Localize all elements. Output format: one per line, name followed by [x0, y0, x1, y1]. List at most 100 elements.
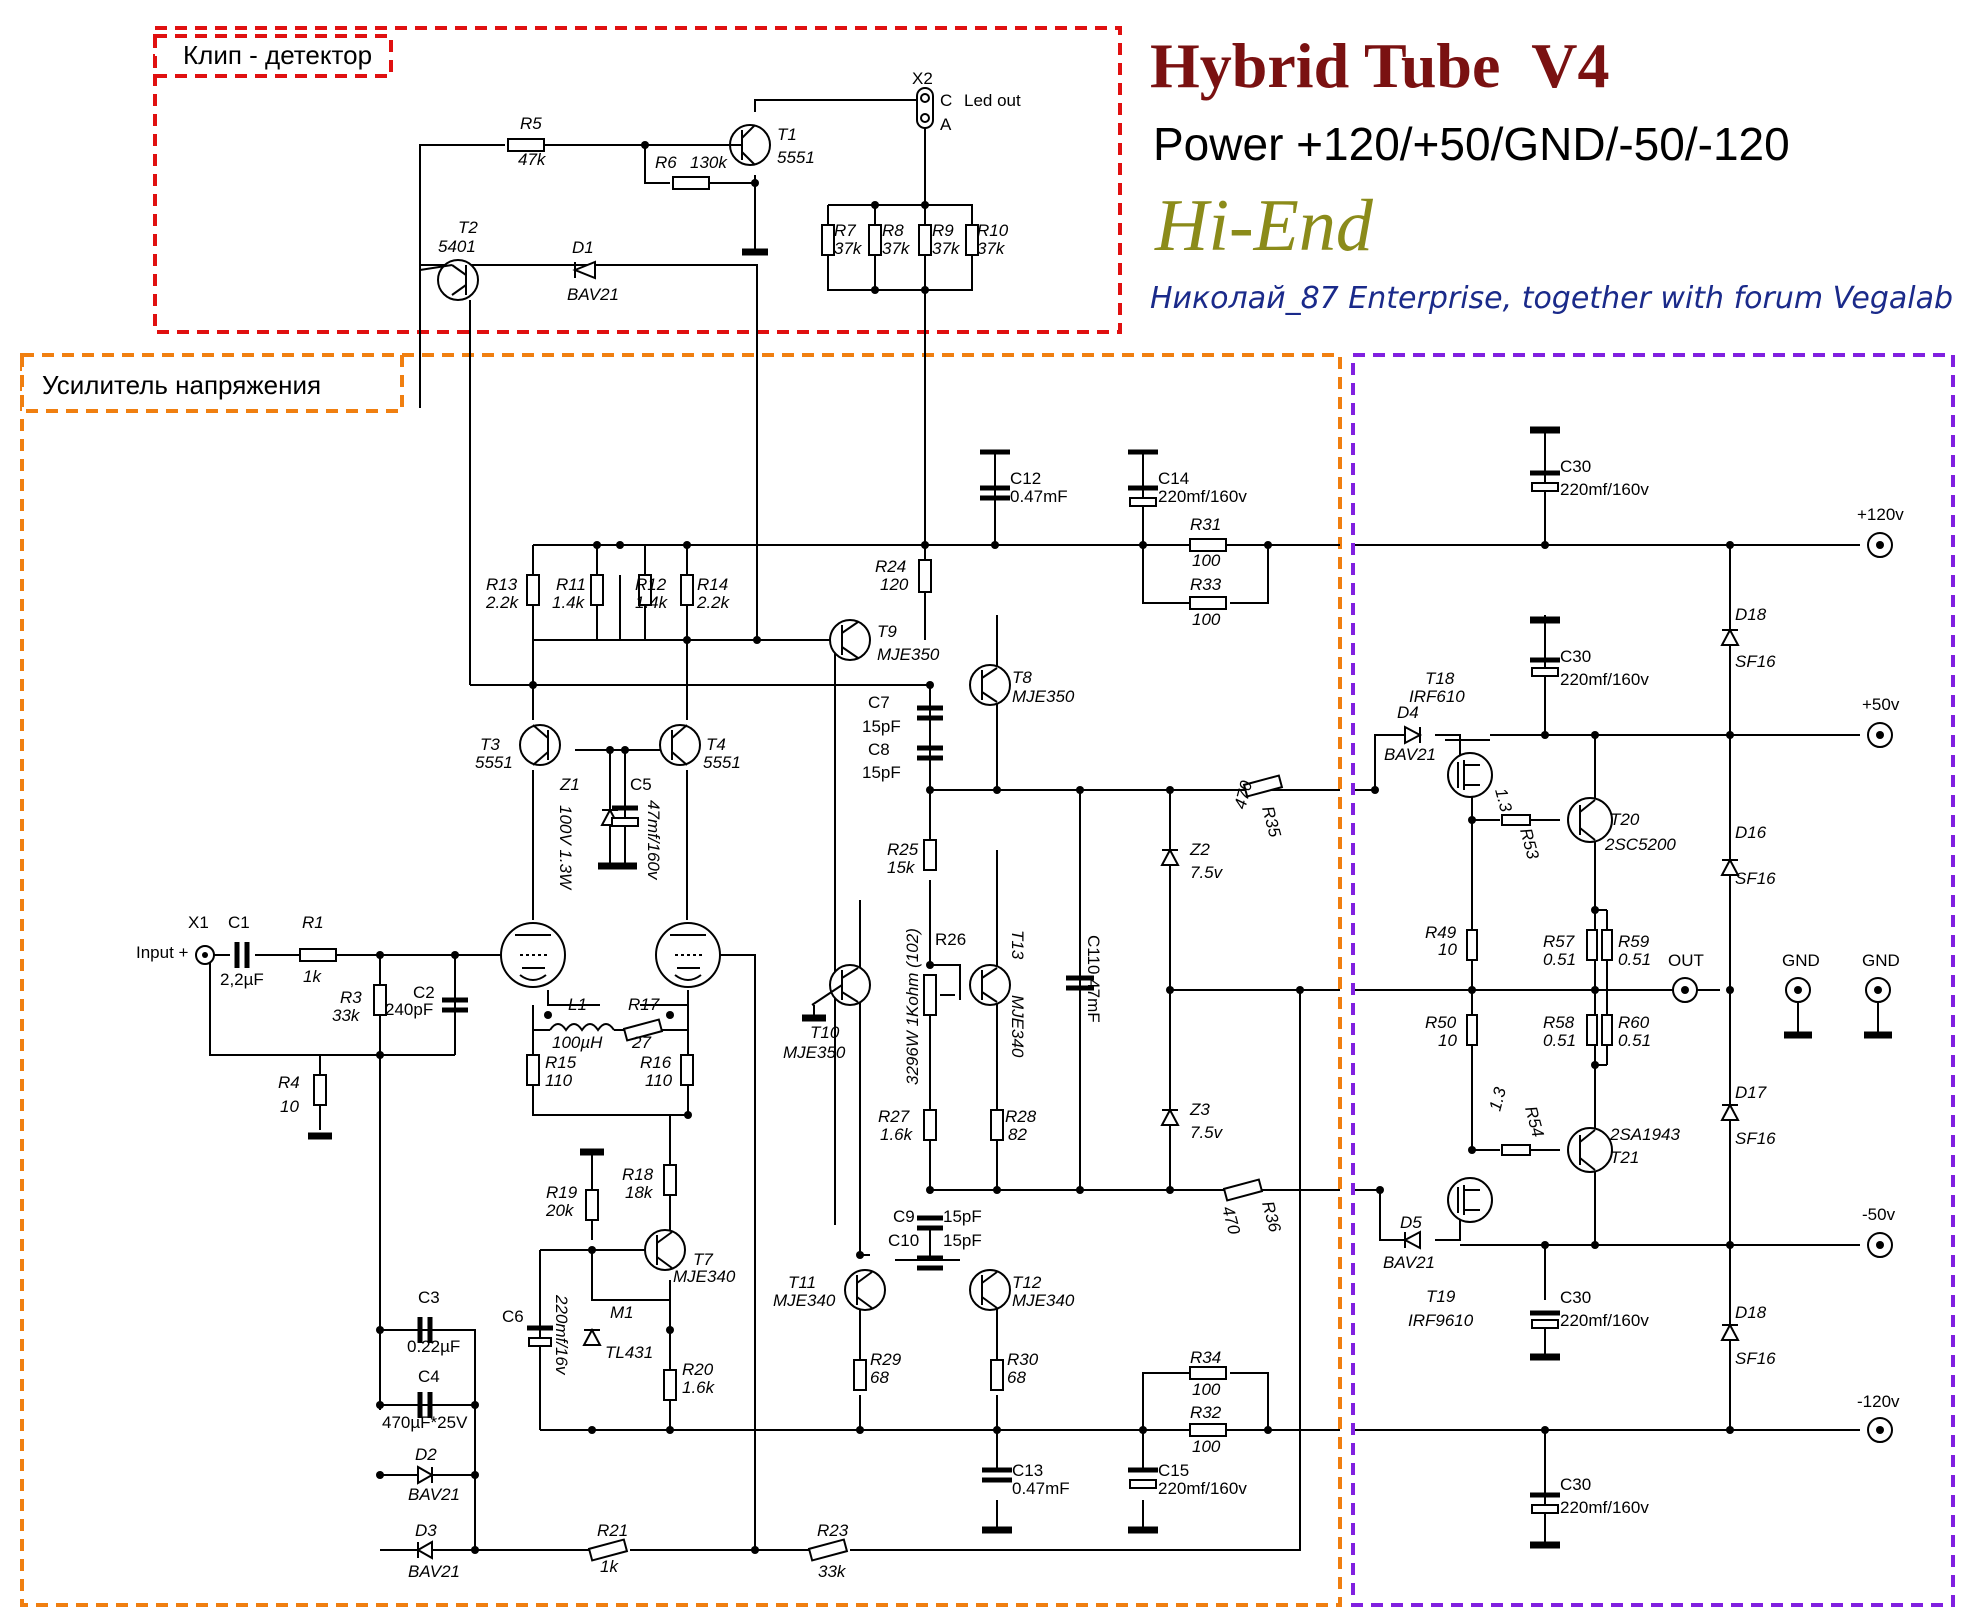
label-c10-ref: C10: [888, 1231, 919, 1250]
label-z1-value: 100V 1.3W: [556, 805, 575, 891]
label-r11-value: 1.4k: [552, 593, 586, 612]
label-r10-value: 37k: [977, 239, 1006, 258]
resistor-r24: [918, 559, 932, 593]
header: Hybrid Tube V4 Power +120/+50/GND/-50/-1…: [1150, 30, 1953, 316]
label-c8-ref: C8: [868, 740, 890, 759]
transistor-t13: [969, 964, 1011, 1006]
label-t21-ref: T21: [1610, 1148, 1639, 1167]
resistor-r33: [1189, 596, 1227, 610]
label-r33-value: 100: [1192, 610, 1221, 629]
label-t19-value: IRF9610: [1408, 1311, 1474, 1330]
label-r14-value: 2.2k: [696, 593, 731, 612]
junction-dots: [376, 141, 1734, 1554]
labels: R5 47k R6 130k T1 5551 T2 5401 D1 BAV21 …: [136, 69, 1904, 1581]
label-t13-value: MJE340: [1008, 995, 1027, 1058]
hi-end-text: Hi-End: [1154, 185, 1374, 267]
label-c3-ref: C3: [418, 1288, 440, 1307]
label-t21-value: 2SA1943: [1609, 1125, 1680, 1144]
label-r7-value: 37k: [834, 239, 863, 258]
transistor-t12: [969, 1269, 1011, 1311]
title: Hybrid Tube V4: [1150, 30, 1609, 101]
label-c30c-value: 220mf/160v: [1560, 1311, 1649, 1330]
resistor-r8: [868, 224, 882, 256]
label-x1-input: Input +: [136, 943, 189, 962]
label-l1-ref: L1: [568, 995, 587, 1014]
label-c4-value: 470µF*25V: [382, 1413, 468, 1432]
components: [195, 87, 1893, 1562]
label-c12-value: 0.47mF: [1010, 487, 1068, 506]
label-r18-value: 18k: [625, 1183, 654, 1202]
label-r24-ref: R24: [875, 557, 906, 576]
label-d2-ref: D2: [415, 1445, 437, 1464]
label-r17-ref: R17: [628, 995, 660, 1014]
label-z1-ref: Z1: [559, 775, 580, 794]
label-c15-ref: C15: [1158, 1461, 1189, 1480]
label-x2-c: C: [940, 91, 952, 110]
label-d18b-ref: D18: [1735, 1303, 1767, 1322]
label-r53-ref: R53: [1516, 826, 1543, 862]
label-r9-ref: R9: [932, 221, 954, 240]
label-c1-value: 2,2µF: [220, 970, 264, 989]
label-r36-value: 470: [1218, 1204, 1244, 1237]
resistor-r53: [1501, 814, 1531, 826]
label-c13-ref: C13: [1012, 1461, 1043, 1480]
label-c1-ref: C1: [228, 913, 250, 932]
label-d5-value: BAV21: [1383, 1253, 1435, 1272]
resistor-r17: [622, 1018, 664, 1042]
mosfet-t18: [1447, 752, 1493, 798]
label-z3-value: 7.5v: [1190, 1123, 1224, 1142]
label-r49-value: 10: [1438, 940, 1457, 959]
label-r14-ref: R14: [697, 575, 728, 594]
label-r4-ref: R4: [278, 1073, 300, 1092]
label-c7-value: 15pF: [862, 717, 901, 736]
label-c30a-value: 220mf/160v: [1560, 480, 1649, 499]
label-r20-value: 1.6k: [682, 1378, 716, 1397]
inductor-l1: [549, 1023, 615, 1032]
label-r8-value: 37k: [882, 239, 911, 258]
label-x1: X1: [188, 913, 209, 932]
label-t8-value: MJE350: [1012, 687, 1075, 706]
label-d5-ref: D5: [1400, 1213, 1422, 1232]
label-t19-ref: T19: [1426, 1287, 1456, 1306]
label-t18-value: IRF610: [1409, 687, 1465, 706]
label-r1-value: 1k: [303, 967, 322, 986]
clip-detector-frame: [153, 26, 1122, 334]
label-c13-value: 0.47mF: [1012, 1479, 1070, 1498]
label-t1-value: 5551: [777, 148, 815, 167]
diode-d1: [572, 260, 596, 280]
resistor-r5: [507, 138, 545, 152]
resistor-r10: [965, 224, 979, 256]
label-t18-ref: T18: [1425, 669, 1455, 688]
label-r28-ref: R28: [1005, 1107, 1037, 1126]
trimmer-r26: [923, 974, 955, 1016]
label-r11-ref: R11: [556, 575, 586, 594]
label-r54-ref: R54: [1521, 1104, 1547, 1139]
label-r36-ref: R36: [1258, 1199, 1285, 1235]
label-r8-ref: R8: [882, 221, 904, 240]
label-d4-ref: D4: [1397, 703, 1419, 722]
label-c9-ref: C9: [893, 1207, 915, 1226]
label-r15-value: 110: [545, 1071, 573, 1090]
label-t4-ref: T4: [706, 735, 726, 754]
rail-label-m120: -120v: [1857, 1392, 1900, 1411]
label-r4-value: 10: [280, 1097, 299, 1116]
label-x2-a: A: [940, 115, 952, 134]
label-c11-ref: C11: [1084, 935, 1103, 965]
resistor-r9: [918, 224, 932, 256]
label-r50-value: 10: [1438, 1031, 1457, 1050]
label-c6-value: 220mf/16v: [552, 1294, 571, 1376]
label-r31-ref: R31: [1190, 515, 1221, 534]
label-r59-ref: R59: [1618, 932, 1650, 951]
label-r21-value: 1k: [600, 1557, 619, 1576]
label-c30d-value: 220mf/160v: [1560, 1498, 1649, 1517]
transistor-t7: [644, 1229, 686, 1271]
label-d18a-value: SF16: [1735, 652, 1776, 671]
transistor-t9: [829, 619, 871, 661]
transistor-t20: [1567, 797, 1613, 843]
rail-label-p50: +50v: [1862, 695, 1900, 714]
label-t4-value: 5551: [703, 753, 741, 772]
label-r3-value: 33k: [332, 1006, 361, 1025]
resistor-r54: [1501, 1144, 1531, 1156]
label-r26-value: 3296W 1Kohm (102): [903, 928, 922, 1085]
